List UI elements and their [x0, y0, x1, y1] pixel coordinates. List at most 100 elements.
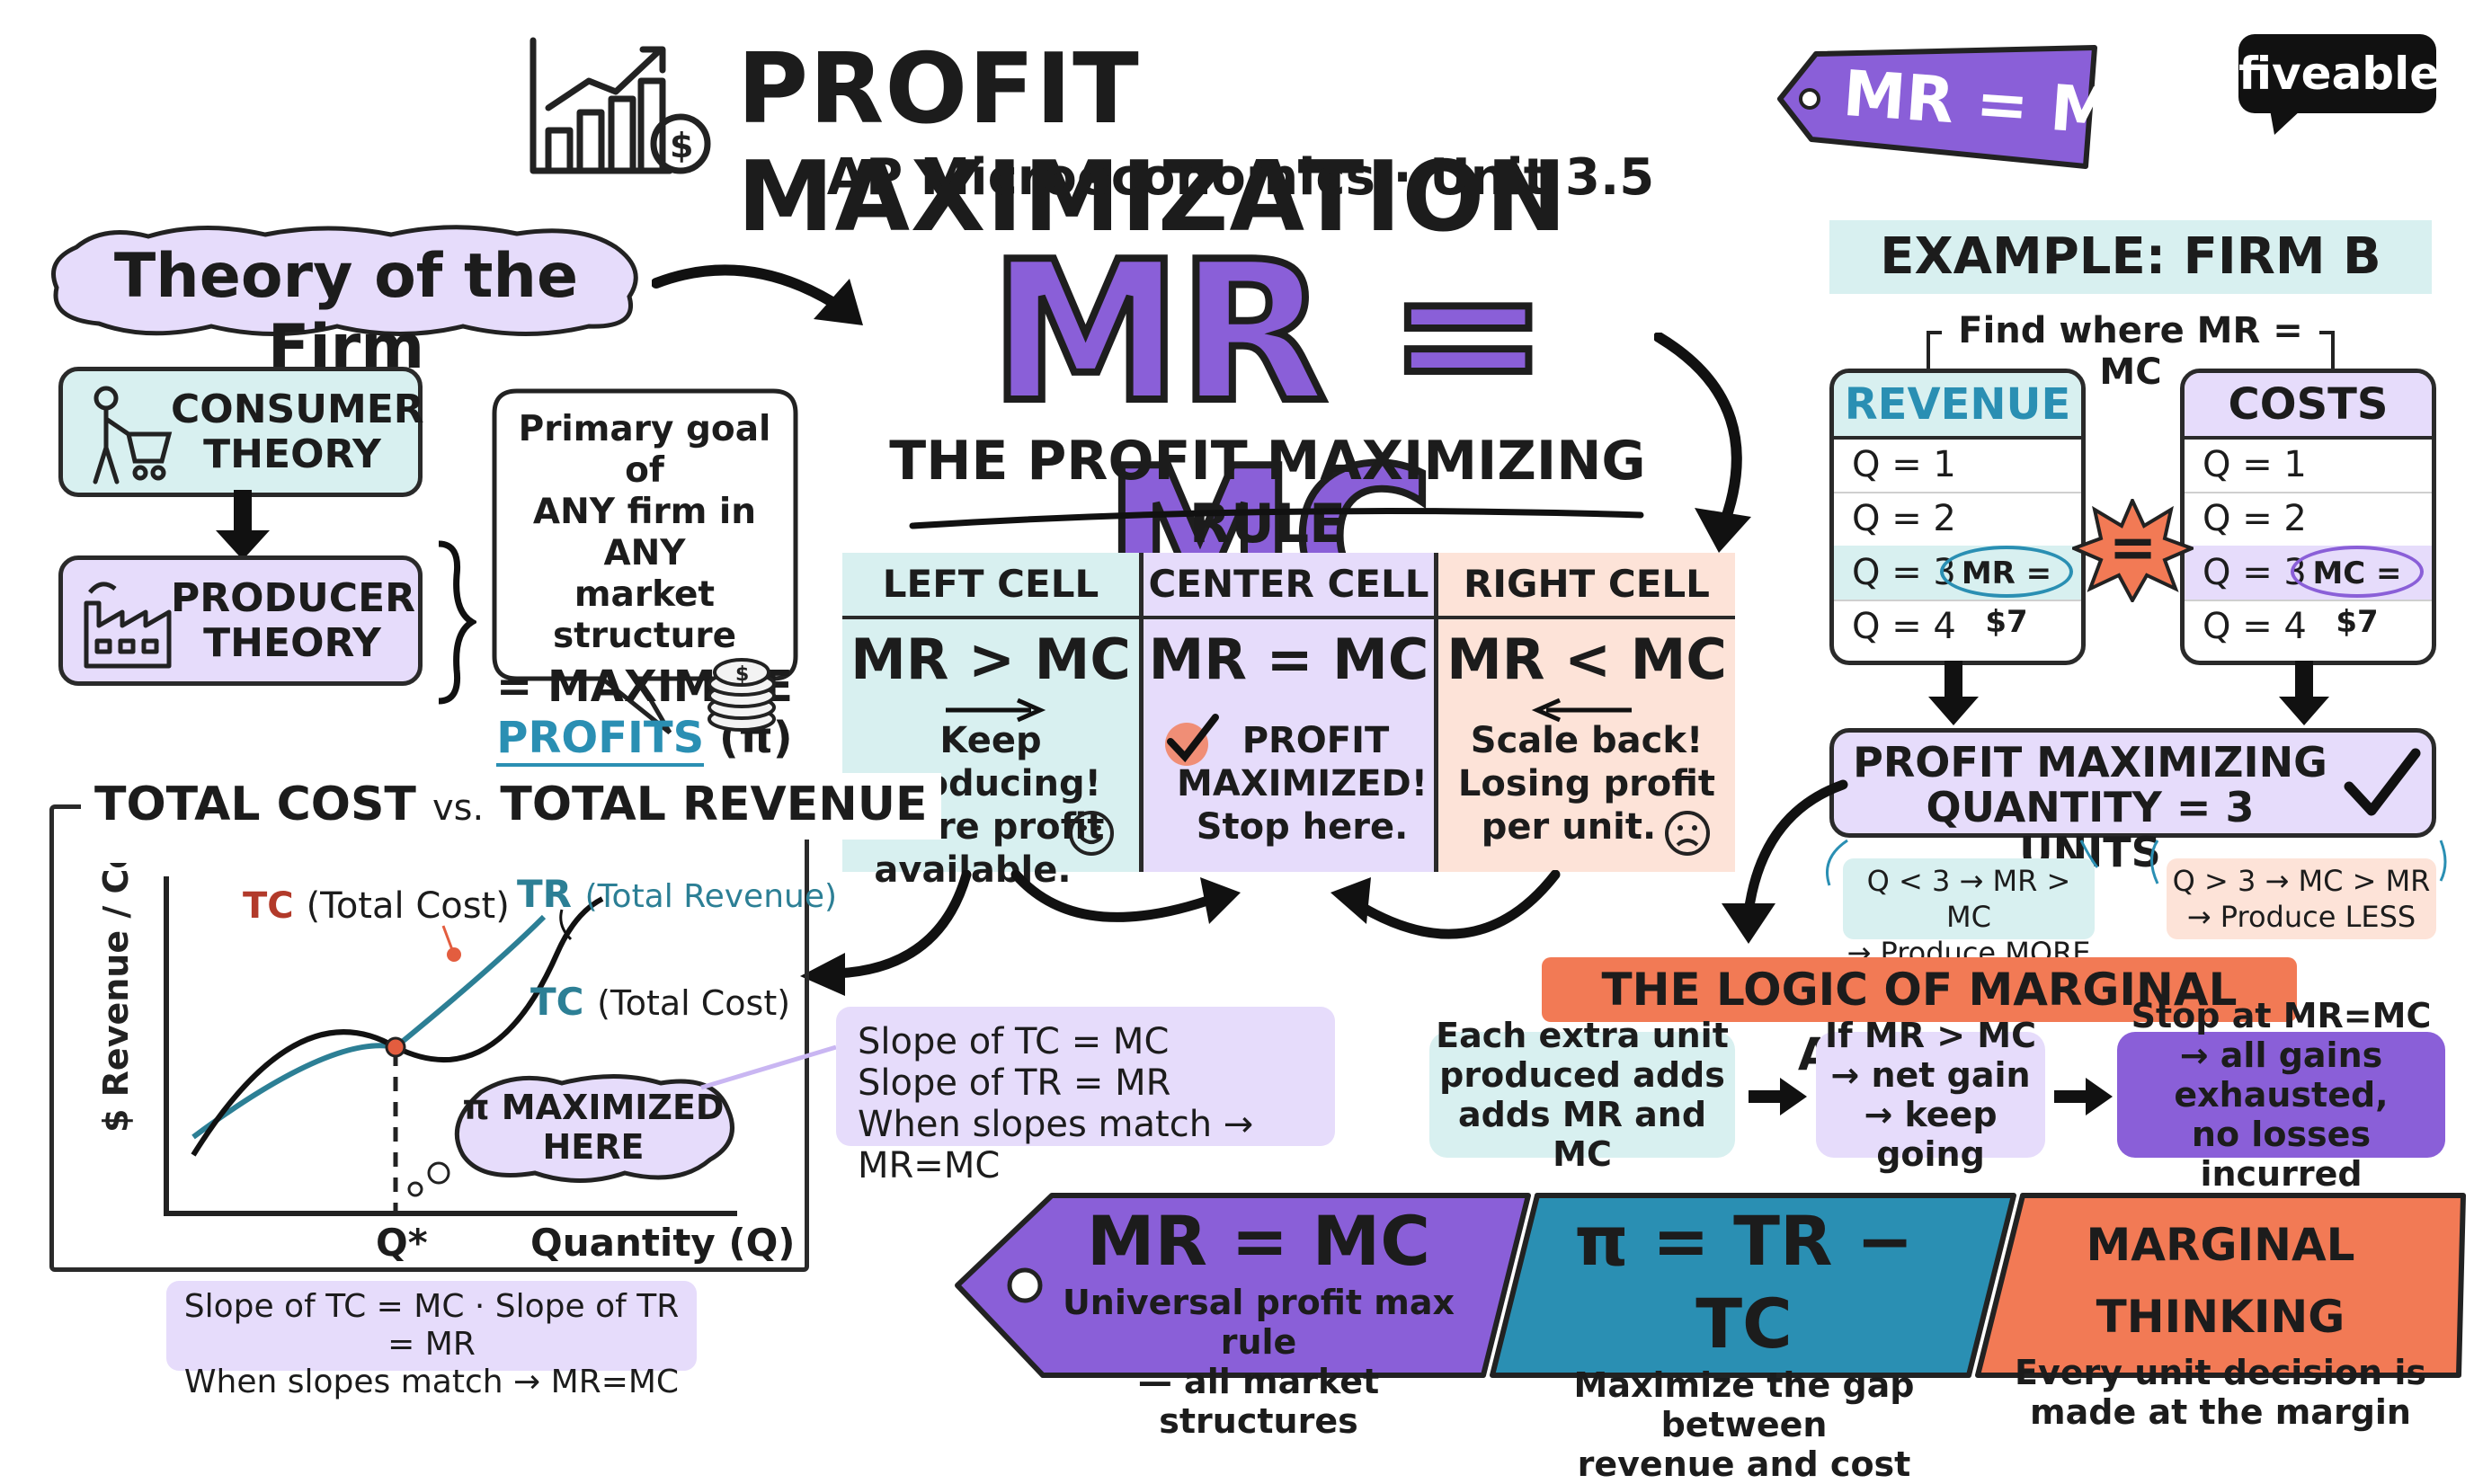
- equals-burst-icon: [2072, 499, 2194, 602]
- right-cell: RIGHT CELL MR < MC Scale back! Losing pr…: [1438, 553, 1735, 872]
- left-arrow-icon: [1531, 698, 1632, 723]
- consumer-theory-box: CONSUMER THEORY: [58, 367, 424, 497]
- example-title: EXAMPLE: FIRM B: [1829, 220, 2432, 294]
- growth-chart-icon: $: [530, 37, 711, 174]
- find-label: Find where MR = MC: [1942, 310, 2319, 393]
- banner-1-main: MR = MC: [1086, 1201, 1431, 1281]
- less-line-1: Q > 3 → MC > MR: [2172, 864, 2431, 898]
- mc-oval: MC = $7: [2291, 546, 2424, 640]
- producer-line-1: PRODUCER: [171, 575, 416, 621]
- cloud-line-2: HERE: [542, 1127, 645, 1167]
- goal-profits: PROFITS: [496, 713, 705, 767]
- step3-line-3: no losses incurred: [2191, 1115, 2372, 1194]
- more-line-1: Q < 3 → MR > MC: [1866, 864, 2071, 934]
- left-cell-main: MR > MC: [850, 626, 1131, 692]
- theory-cloud-label: Theory of the Firm: [113, 241, 579, 383]
- step1-line-3: adds MR and MC: [1457, 1095, 1707, 1174]
- maximized-cloud-text: π MAXIMIZED HERE: [454, 1088, 733, 1167]
- find-bracket: [1927, 331, 2335, 369]
- logo-tail-icon: [2270, 110, 2301, 135]
- arrow-to-logic: [1722, 779, 1848, 944]
- result-check-icon: [2344, 748, 2421, 816]
- equals-sign: =: [2108, 515, 2158, 582]
- goal-line-2: ANY firm in ANY: [532, 492, 757, 573]
- tc-tr-chart: $ Revenue / Cost: [96, 863, 737, 1216]
- arrow-to-cells: [1654, 333, 1751, 553]
- right-cell-head: RIGHT CELL: [1438, 553, 1735, 619]
- down-arrow-icon: [216, 490, 270, 560]
- note-brackets: [1826, 839, 2447, 886]
- tc-label: TC (Total Cost): [530, 980, 790, 1024]
- frown-icon: [1665, 811, 1710, 856]
- mr-mc-tag: [1777, 45, 2097, 169]
- coin-stack-icon: $: [707, 658, 776, 732]
- brand-name: fiveable: [2238, 48, 2441, 100]
- costs-row-4: Q = 4: [2203, 606, 2307, 647]
- slope-note: Slope of TC = MC Slope of TR = MR When s…: [836, 1007, 1335, 1186]
- graph-footnote: Slope of TC = MC · Slope of TR = MR When…: [166, 1281, 697, 1400]
- qstar-label: Q*: [376, 1221, 428, 1265]
- right-cell-text: Scale back! Losing profit per unit.: [1438, 719, 1735, 849]
- thought-dots: [407, 1161, 450, 1197]
- tr-letters: TR: [517, 872, 572, 916]
- page-title: PROFIT MAXIMIZATION: [737, 33, 1568, 253]
- decision-cells: LEFT CELL MR > MC Keep producing! More p…: [842, 553, 1735, 891]
- graph-title-a: TOTAL COST: [94, 778, 416, 831]
- slope-line-2: Slope of TR = MR: [858, 1062, 1171, 1104]
- center-cell: CENTER CELL MR = MC PROFIT MAXIMIZED! St…: [1139, 553, 1438, 872]
- right-arrow-icon: [946, 698, 1046, 723]
- caption-underline: [909, 508, 1644, 529]
- cell-arrows: [800, 870, 1561, 996]
- y-axis-label: $ Revenue / Cost: [96, 863, 136, 1133]
- page-subtitle: AP Microeconomics · Unit 3.5: [826, 148, 1655, 207]
- banner-2: π = TR − TC Maximize the gap between rev…: [1519, 1200, 1969, 1484]
- mr-oval: MR = $7: [1940, 546, 2073, 640]
- producer-line-2: THEORY: [203, 620, 381, 666]
- factory-icon: [84, 582, 172, 669]
- step-arrow-2: [2054, 1078, 2113, 1115]
- svg-text:$: $: [670, 126, 693, 165]
- left-cell-head: LEFT CELL: [842, 553, 1139, 619]
- banner-1-sub-2: — all market structures: [1137, 1362, 1380, 1441]
- tc-top-letters: TC: [243, 885, 294, 927]
- center-text-1: PROFIT: [1241, 720, 1390, 761]
- revenue-title: REVENUE: [1834, 373, 2081, 440]
- cloud-line-1: π MAXIMIZED: [462, 1088, 725, 1127]
- graph-title-vs: vs.: [432, 787, 485, 829]
- svg-text:$: $: [735, 663, 749, 686]
- theory-cloud-shape: [51, 225, 638, 336]
- result-line-1: PROFIT MAXIMIZING: [1853, 738, 2327, 786]
- banner-3-sub-2: made at the margin: [2030, 1392, 2411, 1432]
- step1-line-2: produced adds: [1439, 1055, 1725, 1095]
- right-text-1: Scale back!: [1470, 720, 1704, 761]
- step3-line-1: Stop at MR=MC: [2131, 996, 2432, 1035]
- banner-1: MR = MC Universal profit max rule — all …: [1056, 1200, 1461, 1441]
- graph-title-b: TOTAL REVENUE: [500, 778, 928, 831]
- x-axis-label: Quantity (Q): [530, 1221, 796, 1265]
- less-line-2: → Produce LESS: [2186, 900, 2416, 934]
- logic-step-3: Stop at MR=MC→ all gains exhausted,no lo…: [2117, 996, 2445, 1194]
- tc-top-label: TC (Total Cost): [243, 885, 510, 927]
- banner-2-main: π = TR − TC: [1574, 1201, 1914, 1364]
- tc-letters: TC: [530, 980, 584, 1024]
- curly-brace-icon: [438, 540, 476, 705]
- banner-3-sub-1: Every unit decision is: [2015, 1353, 2426, 1392]
- slope-note-pointer: [700, 1044, 837, 1090]
- center-cell-head: CENTER CELL: [1144, 553, 1434, 619]
- revenue-row-2: Q = 2: [1834, 492, 2081, 547]
- banner-2-sub-1: Maximize the gap between: [1573, 1365, 1915, 1444]
- costs-table: COSTS Q = 1 Q = 2 Q = 3 Q = 4 MC = $7: [2180, 369, 2436, 665]
- producer-theory-box: PRODUCER THEORY: [58, 555, 423, 686]
- consumer-line-2: THEORY: [203, 431, 381, 477]
- maximized-cloud-shape: [454, 1074, 734, 1183]
- left-cell: LEFT CELL MR > MC Keep producing! More p…: [842, 553, 1139, 891]
- step-arrow-1: [1749, 1078, 1807, 1115]
- banner-shapes: [955, 1193, 2466, 1378]
- right-text-2: Losing profit: [1457, 763, 1716, 804]
- produce-less-note: Q > 3 → MC > MR → Produce LESS: [2167, 858, 2436, 939]
- slope-line-1: Slope of TC = MC: [858, 1021, 1170, 1062]
- fiveable-logo: fiveable: [2238, 34, 2440, 113]
- costs-row-1: Q = 1: [2185, 438, 2432, 493]
- costs-row-2: Q = 2: [2185, 492, 2432, 547]
